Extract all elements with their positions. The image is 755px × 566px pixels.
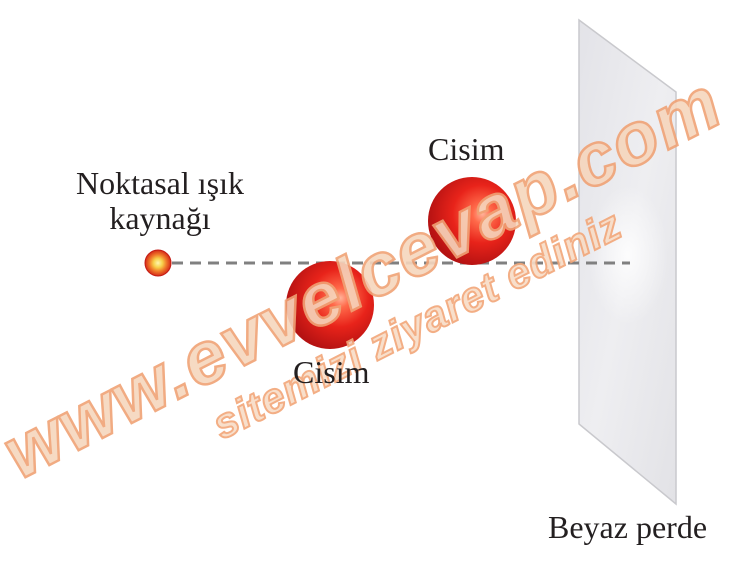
light-source-label-line2: kaynağı	[109, 199, 211, 236]
light-source-label: Noktasal ışık kaynağı	[60, 166, 260, 235]
object-ball-top	[428, 177, 516, 265]
object-ball-bottom	[286, 261, 374, 349]
light-source-label-line1: Noktasal ışık	[76, 165, 244, 201]
object-label-top: Cisim	[428, 131, 505, 167]
screen-label: Beyaz perde	[548, 509, 708, 545]
point-light-source	[144, 249, 172, 277]
object-label-bottom: Cisim	[293, 354, 370, 390]
